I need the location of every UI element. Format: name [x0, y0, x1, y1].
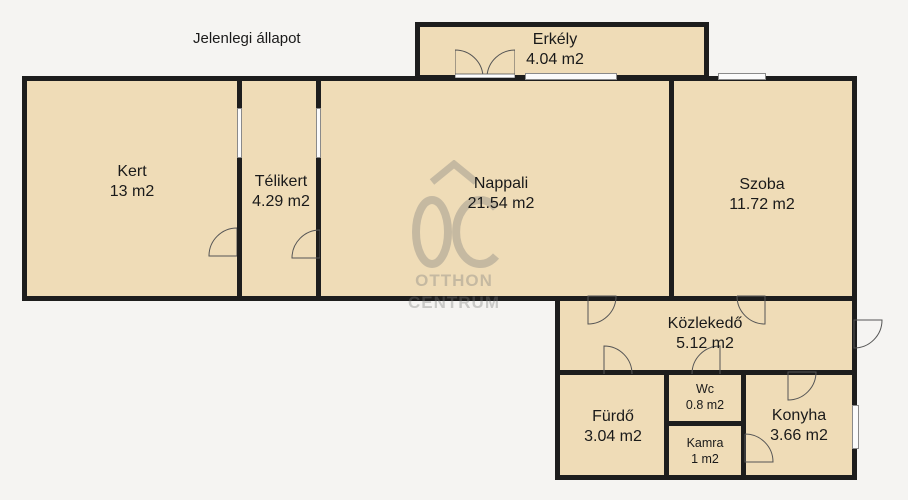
- logo-line2: CENTRUM: [408, 293, 500, 313]
- room-area: 3.04 m2: [584, 428, 642, 445]
- room-area: 1 m2: [691, 451, 719, 466]
- room-wc: [664, 370, 746, 426]
- window: [718, 73, 766, 80]
- door-icon: [744, 433, 774, 463]
- room-area: 11.72 m2: [729, 196, 795, 213]
- room-name: Télikert: [254, 173, 308, 190]
- room-name: Fürdő: [592, 408, 634, 425]
- window: [316, 108, 321, 158]
- door-icon: [587, 295, 617, 325]
- room-area: 4.04 m2: [526, 51, 584, 68]
- door-icon: [291, 229, 320, 259]
- door-icon: [736, 295, 766, 325]
- room-name: Közlekedő: [667, 315, 743, 332]
- plan-title: Jelenlegi állapot: [193, 30, 301, 47]
- room-name: Nappali: [473, 175, 529, 192]
- label-szoba: Szoba 11.72 m2: [712, 175, 812, 215]
- label-furdo: Fürdő 3.04 m2: [566, 407, 660, 447]
- room-name: Wc: [695, 382, 715, 396]
- window: [525, 73, 617, 80]
- door-icon: [603, 345, 633, 375]
- room-area: 5.12 m2: [676, 335, 734, 352]
- otthon-centrum-logo: OTTHON CENTRUM: [408, 160, 500, 314]
- room-name: Szoba: [739, 176, 785, 193]
- room-telikert: [237, 76, 323, 301]
- window: [852, 405, 859, 449]
- label-kert: Kert 13 m2: [82, 162, 182, 202]
- room-name: Konyha: [771, 407, 827, 424]
- window: [237, 108, 242, 158]
- door-icon: [691, 345, 721, 375]
- label-kozlekedo: Közlekedő 5.12 m2: [650, 314, 760, 354]
- label-nappali: Nappali 21.54 m2: [446, 174, 556, 214]
- label-konyha: Konyha 3.66 m2: [752, 406, 846, 446]
- room-area: 13 m2: [109, 183, 155, 200]
- room-area: 0.8 m2: [685, 397, 725, 412]
- room-name: Kamra: [686, 436, 724, 450]
- logo-line1: OTTHON: [415, 271, 493, 290]
- door-icon: [208, 227, 237, 257]
- room-kert: [22, 76, 244, 301]
- label-erkely: Erkély 4.04 m2: [505, 30, 605, 70]
- room-name: Kert: [117, 163, 147, 180]
- room-area: 3.66 m2: [770, 427, 828, 444]
- door-icon: [787, 371, 817, 401]
- room-area: 4.29 m2: [252, 193, 310, 210]
- door-icon: [853, 319, 883, 349]
- label-telikert: Télikert 4.29 m2: [238, 172, 324, 212]
- label-wc: Wc 0.8 m2: [669, 382, 741, 413]
- room-area: 21.54 m2: [467, 195, 535, 212]
- room-name: Erkély: [532, 31, 578, 48]
- door-icon: [455, 49, 515, 78]
- label-kamra: Kamra 1 m2: [669, 436, 741, 467]
